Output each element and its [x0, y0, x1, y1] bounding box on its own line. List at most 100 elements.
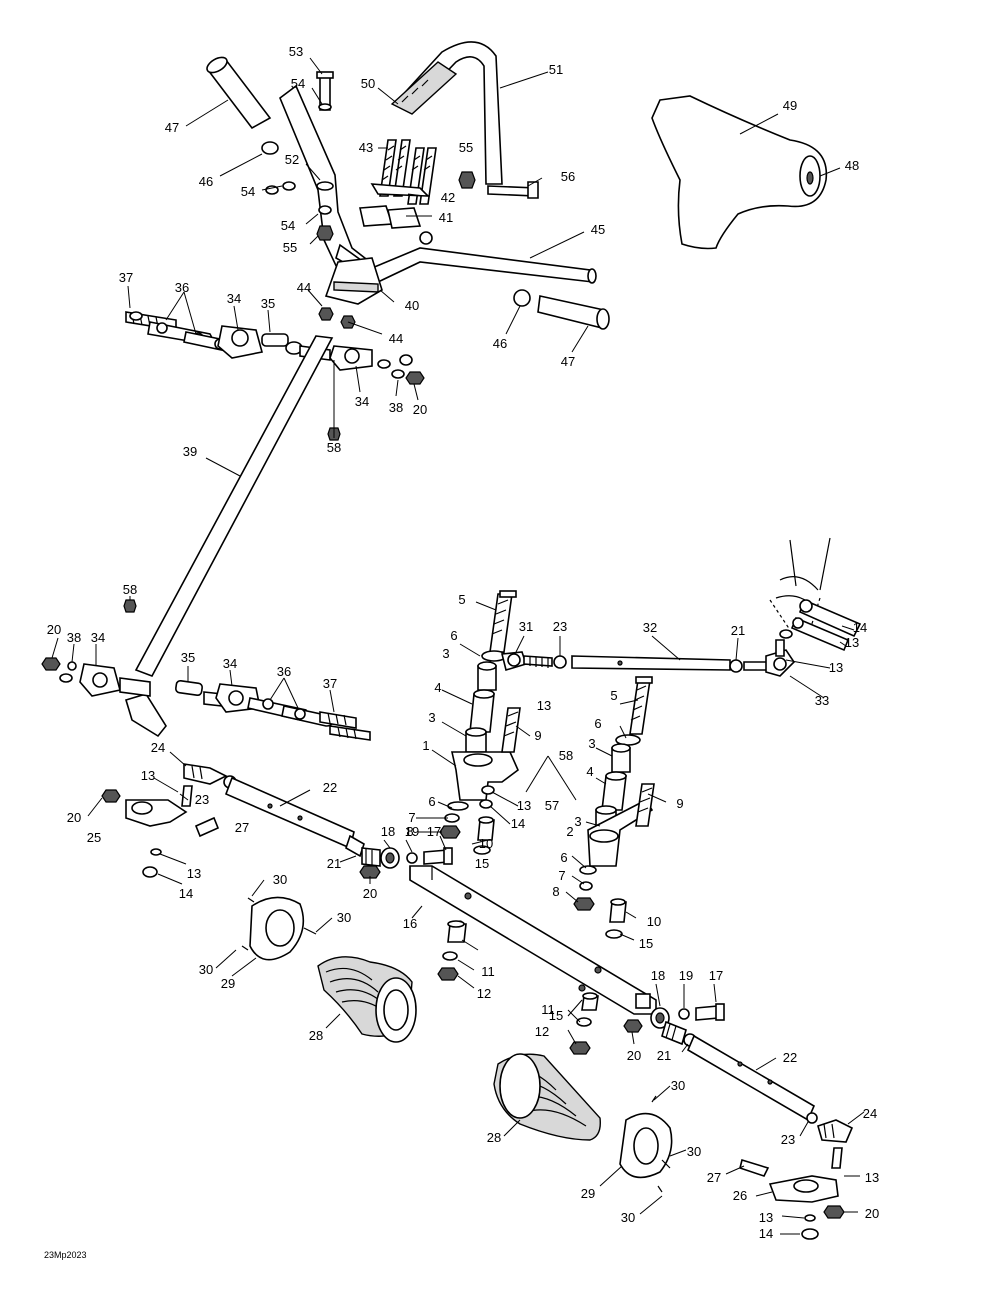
callout-48: 48	[845, 158, 859, 173]
callout-20: 20	[47, 622, 61, 637]
callout-13: 13	[759, 1210, 773, 1225]
callout-4: 4	[586, 764, 593, 779]
callout-42: 42	[441, 190, 455, 205]
callout-13: 13	[517, 798, 531, 813]
callout-58: 58	[559, 748, 573, 763]
callout-36: 36	[175, 280, 189, 295]
callout-28: 28	[487, 1130, 501, 1145]
callout-53: 53	[289, 44, 303, 59]
steering-arm-part-1-assembly	[439, 590, 521, 855]
washer-part-54-upper	[316, 181, 334, 191]
callout-14: 14	[759, 1226, 773, 1241]
nut-part-58-lower	[123, 599, 137, 613]
callout-9: 9	[534, 728, 541, 743]
callout-52: 52	[285, 152, 299, 167]
callout-24: 24	[151, 740, 165, 755]
grip-part-47-right	[537, 295, 610, 330]
callout-23: 23	[195, 792, 209, 807]
callout-15: 15	[549, 1008, 563, 1023]
plate-part-29-right	[619, 1095, 673, 1193]
callout-8: 8	[406, 824, 413, 839]
callout-44: 44	[389, 331, 403, 346]
bolt-part-53	[316, 71, 334, 111]
callout-23: 23	[781, 1132, 795, 1147]
callout-5: 5	[458, 592, 465, 607]
nut-part-44-left	[318, 307, 334, 321]
relay-rod-part-32	[571, 655, 731, 671]
callout-30: 30	[273, 872, 287, 887]
callout-58: 58	[123, 582, 137, 597]
callout-13: 13	[845, 635, 859, 650]
cross-tube-hardware	[437, 920, 599, 1055]
handlebar-assembly	[206, 56, 597, 329]
callout-4: 4	[434, 680, 441, 695]
spacer-part-4-left	[469, 693, 495, 733]
callout-37: 37	[323, 676, 337, 691]
callout-7: 7	[558, 868, 565, 883]
callout-labels: 53 54 50 51 47 49 43 55 56 46 52 48 54 4…	[44, 44, 879, 1260]
callout-20: 20	[865, 1206, 879, 1221]
callout-14: 14	[511, 816, 525, 831]
callout-15: 15	[639, 936, 653, 951]
callout-40: 40	[405, 298, 419, 313]
callout-47: 47	[165, 120, 179, 135]
callout-30: 30	[199, 962, 213, 977]
left-mount-hardware	[359, 847, 453, 879]
callout-3: 3	[442, 646, 449, 661]
callout-19: 19	[679, 968, 693, 983]
callout-35: 35	[261, 296, 275, 311]
callout-29: 29	[581, 1186, 595, 1201]
callout-56: 56	[561, 169, 575, 184]
callout-34: 34	[91, 630, 105, 645]
callout-45: 45	[591, 222, 605, 237]
washer-part-54-left2	[265, 185, 279, 195]
callout-11: 11	[541, 1002, 555, 1017]
callout-21: 21	[327, 856, 341, 871]
callout-33: 33	[815, 693, 829, 708]
handlebar-brace-assembly	[390, 41, 539, 199]
leader-lines	[51, 57, 865, 1235]
right-tie-rod-assembly	[683, 1033, 854, 1240]
callout-55: 55	[283, 240, 297, 255]
callout-20: 20	[363, 886, 377, 901]
washer-part-54-lower	[318, 205, 332, 215]
right-mount-hardware	[623, 1003, 725, 1046]
callout-6: 6	[560, 850, 567, 865]
callout-3: 3	[574, 814, 581, 829]
callout-3: 3	[428, 710, 435, 725]
callout-13: 13	[187, 866, 201, 881]
boot-part-28-right	[493, 1053, 601, 1141]
callout-41: 41	[439, 210, 453, 225]
brace-pad-part-50	[390, 61, 458, 115]
callout-26: 26	[733, 1188, 747, 1203]
riser-part-40	[324, 257, 383, 305]
nut-part-55-right	[458, 171, 476, 189]
callout-34: 34	[355, 394, 369, 409]
callout-21: 21	[731, 623, 745, 638]
callout-20: 20	[627, 1048, 641, 1063]
callout-55: 55	[459, 140, 473, 155]
callout-10: 10	[647, 914, 661, 929]
callout-17: 17	[709, 968, 723, 983]
steering-arm-part-2-assembly	[573, 676, 655, 939]
callout-15: 15	[475, 856, 489, 871]
callout-23: 23	[553, 619, 567, 634]
callout-18: 18	[651, 968, 665, 983]
callout-25: 25	[87, 830, 101, 845]
callout-38: 38	[67, 630, 81, 645]
callout-18: 18	[381, 824, 395, 839]
handlebar-pad-part-49	[651, 95, 828, 250]
tie-rod-end-part-24-right	[817, 1119, 854, 1143]
callout-49: 49	[783, 98, 797, 113]
callout-28: 28	[309, 1028, 323, 1043]
washer-part-54-left	[282, 181, 296, 191]
left-tie-rod-assembly	[101, 763, 365, 878]
callout-46: 46	[199, 174, 213, 189]
callout-13: 13	[537, 698, 551, 713]
callout-20: 20	[413, 402, 427, 417]
callout-43: 43	[359, 140, 373, 155]
callout-46: 46	[493, 336, 507, 351]
boot-part-28-left	[317, 956, 417, 1043]
callout-12: 12	[477, 986, 491, 1001]
